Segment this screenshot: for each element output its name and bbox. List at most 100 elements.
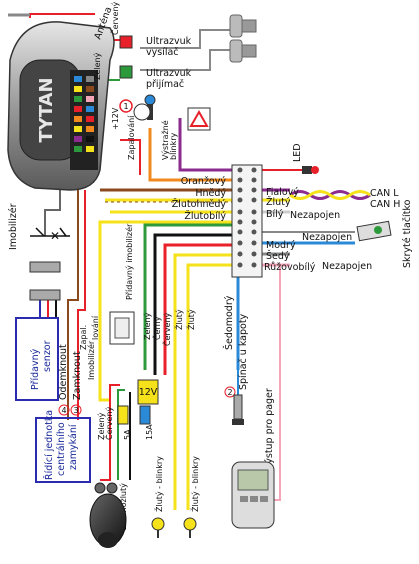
- blinker-bulb-1: [151, 517, 165, 538]
- led-indicator: [302, 166, 319, 174]
- siren: [89, 482, 127, 548]
- central-lock-label-1: Řídící jednotka: [44, 410, 55, 480]
- fuse-5a: [117, 405, 129, 425]
- sedomodry-label: Šedomodrý: [223, 295, 235, 350]
- sedy-label: Šedý: [266, 250, 290, 262]
- bily-label: Bílý: [266, 209, 284, 220]
- blinkry-label-2: Žlutý - blinkry: [189, 456, 200, 512]
- cerny-wire-label: Černý: [151, 316, 162, 340]
- antenna-wire: [29, 13, 95, 18]
- zluty-wire-label-1: Žlutý: [173, 309, 184, 330]
- fuse-12v-box: [137, 379, 159, 405]
- zluty-wire-label-2: Žlutý: [185, 309, 196, 330]
- ultra-tx-label-2: vysílač: [146, 47, 179, 58]
- fialovy-label: Fialový: [266, 187, 299, 198]
- ultra-rx-cable: [140, 49, 240, 71]
- can-h-wire: [289, 190, 371, 200]
- lock-wire: [77, 190, 86, 420]
- lowani-label: lování: [91, 315, 100, 340]
- power-terminal-icon: [133, 103, 151, 121]
- fuse-15a: [139, 405, 151, 425]
- terminal-block: [231, 164, 263, 278]
- central-lock-label-2: centrálního: [56, 422, 67, 476]
- can-l-label: CAN L: [370, 188, 399, 199]
- brand-logo: TYTAN: [36, 77, 57, 142]
- fuse-15a-label: 15A: [145, 424, 154, 440]
- svg-text:4: 4: [61, 406, 66, 415]
- ruzovobily-label: Růžovobílý: [264, 262, 316, 273]
- fuse-12v-label: 12V: [139, 387, 158, 398]
- svg-text:3: 3: [73, 406, 78, 415]
- svg-text:2: 2: [227, 388, 232, 397]
- extra-sensor-box: [15, 317, 59, 401]
- main-alarm-unit: TYTAN: [7, 21, 115, 191]
- relay: [109, 311, 135, 345]
- nezapojen-2: Nezapojen: [302, 232, 352, 243]
- green-wire: [143, 223, 232, 370]
- imobilizer-small-label: Imobilizér: [86, 340, 96, 380]
- num3-badge: [70, 404, 82, 416]
- connector-pins: [74, 76, 94, 152]
- red-top-label: Červený: [109, 1, 120, 35]
- extra-sensor-connector: [29, 261, 61, 301]
- red-wire: [163, 243, 232, 375]
- hidden-button: [356, 220, 392, 242]
- zapal-label: Zapal.: [79, 325, 88, 350]
- ultra-rx-label-2: přijímač: [146, 79, 184, 90]
- hidden-button-label: Skryté tlačítko: [402, 199, 413, 268]
- central-lock-box: [35, 417, 91, 483]
- led-label: LED: [292, 143, 303, 162]
- ultra-rx-connector: [119, 65, 133, 79]
- zeleny-wire-label: Zelený: [143, 312, 152, 340]
- oranzovy-label: Oranžový: [181, 176, 227, 187]
- blinkry-label-1: Žlutý - blinkry: [153, 456, 164, 512]
- ultra-tx-label-1: Ultrazvuk: [146, 36, 192, 47]
- extra-imob-wire: [98, 220, 232, 402]
- pager-out-label: Výstup pro pager: [264, 388, 275, 470]
- fuse-5a-label: 5A: [123, 429, 132, 440]
- hnedy-label: Hnědý: [195, 188, 226, 199]
- nezapojen-1: Nezapojen: [290, 210, 340, 221]
- ultra-tx-sensor: [229, 14, 257, 38]
- num4-badge: [58, 404, 70, 416]
- green-bottom-label: Zelený: [97, 412, 106, 440]
- ignition-wire: [120, 139, 141, 175]
- unlock-wire: [67, 185, 79, 420]
- cerveny-wire-label: Červený: [161, 312, 172, 346]
- extra-sensor-label-2: senzor: [42, 340, 53, 372]
- zluty-r-label: Žlutý: [266, 196, 291, 208]
- yellow-wire-2: [186, 263, 232, 510]
- imobilizer-label: Imobilizér: [8, 203, 19, 250]
- hood-switch-label: Spínač u kapoty: [238, 313, 249, 390]
- extra-imob-label: Přídavný imobilizér: [124, 223, 134, 300]
- hood-switch: [232, 394, 244, 425]
- ultra-rx-sensor: [229, 39, 257, 63]
- hazard-label-2: blinkry: [169, 132, 178, 160]
- hazard-switch-icon: [187, 107, 211, 131]
- ultra-tx-cable: [140, 29, 240, 49]
- zlutobily-label: Žlutobílý: [184, 210, 226, 222]
- lock-label: Zamknout: [72, 351, 83, 400]
- nezapojen-3: Nezapojen: [322, 261, 372, 272]
- num1-text: 1: [123, 102, 128, 111]
- yellow-wire-1: [173, 253, 232, 510]
- modry-label: Modrý: [266, 240, 296, 251]
- power-12v-label: +12V: [111, 107, 120, 130]
- svg-text:✕: ✕: [50, 229, 60, 243]
- red-bottom-label: Červený: [103, 406, 114, 440]
- ultra-rx-label-1: Ultrazvuk: [146, 68, 192, 79]
- can-h-label: CAN H: [370, 199, 400, 210]
- extra-sensor-label-1: Přídavný: [30, 348, 41, 390]
- blinker-bulb-2: [183, 517, 197, 538]
- black-wire: [153, 233, 232, 375]
- unlock-label: Odemknout: [58, 344, 69, 400]
- ignition-label: Zapalování: [127, 115, 136, 160]
- green-top-label: Zelený: [93, 52, 102, 80]
- hazard-wire: [178, 118, 232, 172]
- zlutohnedy-label: Žlutohnědý: [172, 198, 227, 210]
- orange-wire: [148, 128, 232, 182]
- hazard-label-1: Výstražné: [160, 120, 170, 160]
- central-lock-label-3: zamykání: [68, 424, 79, 470]
- ultra-tx-connector: [119, 35, 133, 49]
